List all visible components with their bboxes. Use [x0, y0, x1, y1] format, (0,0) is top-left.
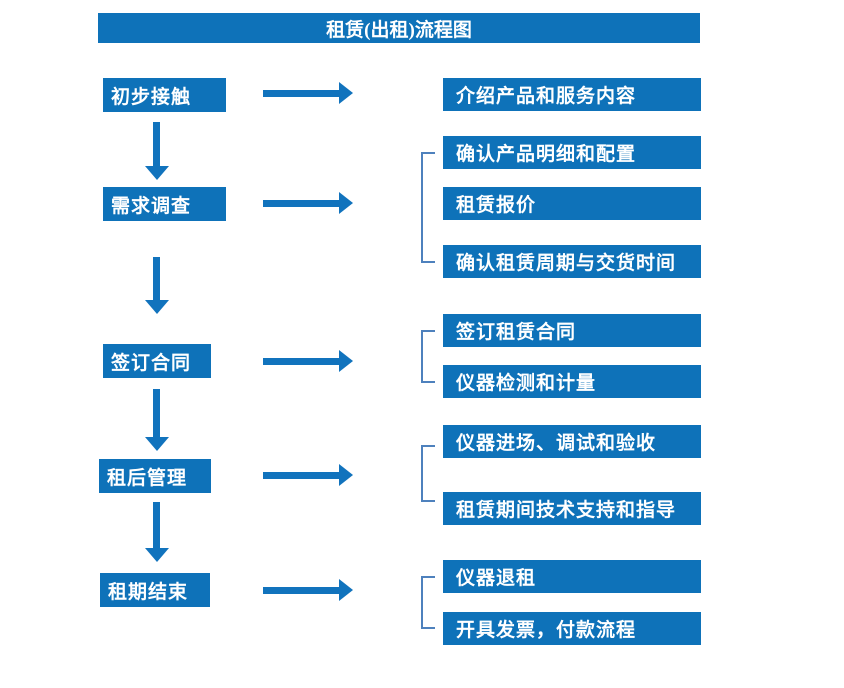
right-arrow-icon — [263, 579, 353, 601]
arrow-head — [339, 82, 353, 104]
group-bracket — [421, 152, 435, 263]
group-bracket — [421, 445, 435, 502]
arrow-head — [145, 548, 169, 562]
arrow-shaft — [263, 358, 340, 365]
right-arrow-icon — [263, 82, 353, 104]
arrow-shaft — [153, 122, 160, 167]
stage-box-post-rental-management: 租后管理 — [99, 459, 211, 493]
step-box-rental-quote: 租赁报价 — [443, 187, 701, 220]
group-bracket — [421, 330, 435, 383]
step-box-confirm-rental-period: 确认租赁周期与交货时间 — [443, 245, 701, 278]
step-box-confirm-product-details: 确认产品明细和配置 — [443, 136, 701, 169]
right-arrow-icon — [263, 464, 353, 486]
arrow-head — [145, 166, 169, 180]
right-arrow-icon — [263, 350, 353, 372]
arrow-shaft — [263, 200, 340, 207]
step-box-tech-support: 租赁期间技术支持和指导 — [443, 492, 701, 525]
step-box-instrument-return: 仪器退租 — [443, 560, 701, 593]
stage-box-initial-contact: 初步接触 — [103, 78, 226, 112]
step-box-introduce-products: 介绍产品和服务内容 — [443, 78, 701, 111]
arrow-head — [145, 300, 169, 314]
arrow-shaft — [153, 257, 160, 301]
arrow-shaft — [263, 472, 340, 479]
step-box-instrument-testing: 仪器检测和计量 — [443, 365, 701, 398]
stage-box-rental-end: 租期结束 — [100, 573, 210, 607]
down-arrow-icon — [145, 389, 169, 451]
flowchart-title: 租赁(出租)流程图 — [98, 13, 700, 43]
step-box-instrument-setup-acceptance: 仪器进场、调试和验收 — [443, 425, 701, 458]
arrow-shaft — [153, 389, 160, 438]
step-box-sign-rental-contract: 签订租赁合同 — [443, 314, 701, 347]
arrow-shaft — [263, 587, 340, 594]
step-box-invoice-payment: 开具发票，付款流程 — [443, 612, 701, 645]
arrow-head — [339, 464, 353, 486]
arrow-head — [339, 350, 353, 372]
arrow-shaft — [153, 502, 160, 549]
down-arrow-icon — [145, 122, 169, 180]
arrow-shaft — [263, 90, 340, 97]
arrow-head — [145, 437, 169, 451]
stage-box-sign-contract: 签订合同 — [103, 344, 211, 378]
right-arrow-icon — [263, 192, 353, 214]
stage-box-demand-survey: 需求调查 — [103, 187, 226, 221]
down-arrow-icon — [145, 257, 169, 314]
down-arrow-icon — [145, 502, 169, 562]
arrow-head — [339, 579, 353, 601]
group-bracket — [421, 576, 435, 629]
arrow-head — [339, 192, 353, 214]
